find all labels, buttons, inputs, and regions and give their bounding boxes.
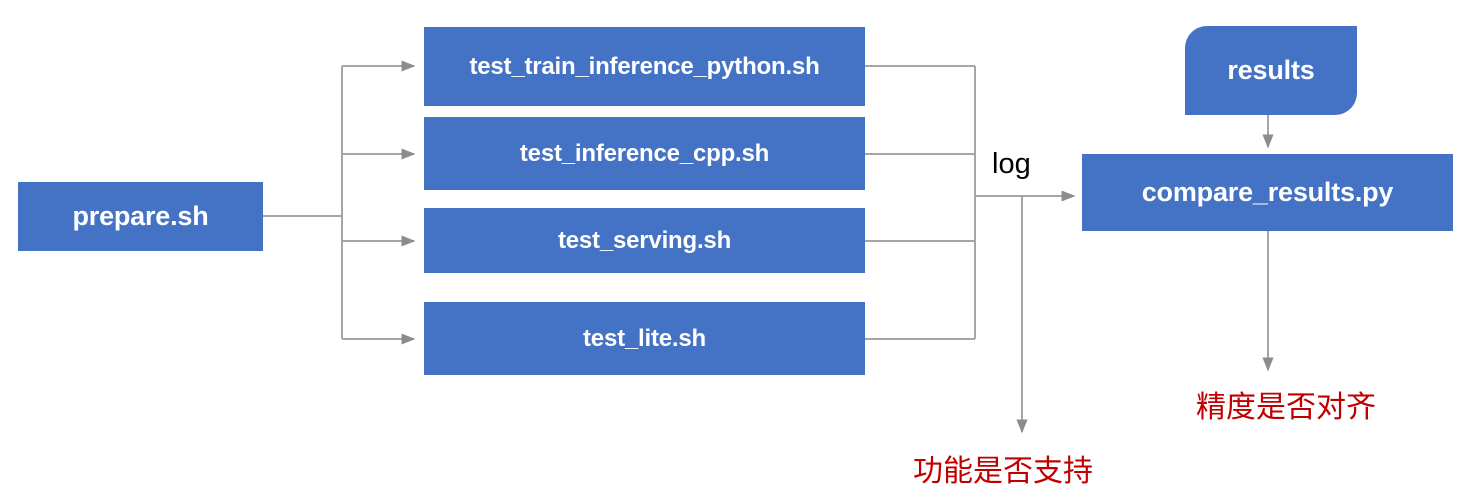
node-prepare-sh[interactable]: prepare.sh bbox=[18, 182, 263, 251]
annotation-function-support: 功能是否支持 bbox=[913, 454, 1093, 489]
node-results[interactable]: results bbox=[1185, 26, 1357, 115]
node-compare-results-py[interactable]: compare_results.py bbox=[1082, 154, 1453, 231]
annotation-precision-aligned: 精度是否对齐 bbox=[1196, 390, 1376, 425]
edge-label-log: log bbox=[992, 148, 1031, 180]
node-test-inference-cpp[interactable]: test_inference_cpp.sh bbox=[424, 117, 865, 190]
node-test-train-inference-python[interactable]: test_train_inference_python.sh bbox=[424, 27, 865, 106]
node-test-lite[interactable]: test_lite.sh bbox=[424, 302, 865, 375]
node-test-serving[interactable]: test_serving.sh bbox=[424, 208, 865, 273]
